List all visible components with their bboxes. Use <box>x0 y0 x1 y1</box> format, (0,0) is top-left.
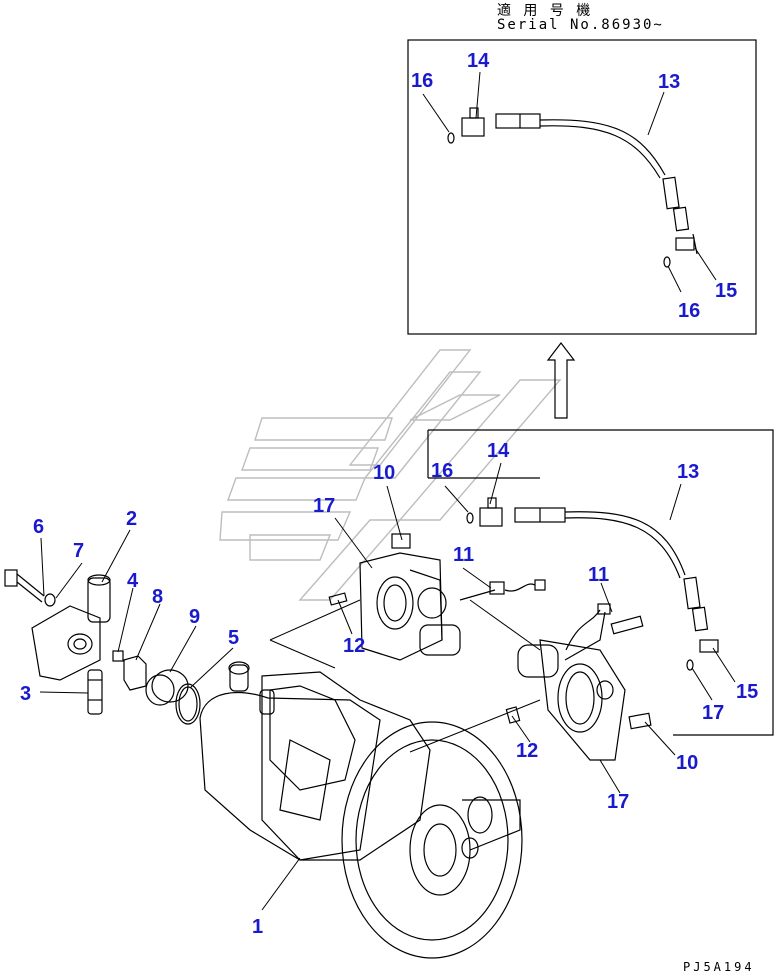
callout-15-lower: 15 <box>736 681 758 703</box>
callout-16-upper-left: 16 <box>411 70 433 92</box>
callout-11-left: 11 <box>453 544 474 566</box>
center-valve <box>328 533 546 661</box>
detail-box-upper <box>407 39 757 335</box>
callout-12-left: 12 <box>343 635 365 657</box>
drawing-code: PJ5A194 <box>683 960 755 974</box>
callout-13-upper: 13 <box>658 71 680 93</box>
watermark-logo <box>219 349 562 601</box>
callout-8: 8 <box>152 586 163 608</box>
callout-13-lower: 13 <box>677 461 699 483</box>
callout-2: 2 <box>126 508 137 530</box>
serial-number-label: Serial No.86930~ <box>497 17 664 33</box>
lower-box-parts <box>466 497 719 671</box>
callout-15-upper: 15 <box>715 280 737 302</box>
callout-5: 5 <box>228 627 239 649</box>
callout-16-lower-right: 17 <box>702 702 724 724</box>
callout-10-right: 10 <box>676 752 698 774</box>
callout-11-right: 11 <box>588 564 609 586</box>
right-valve <box>505 603 652 761</box>
left-parts <box>4 569 201 725</box>
callout-14-upper: 14 <box>467 50 490 72</box>
callout-1: 1 <box>252 916 263 938</box>
callout-10-left: 10 <box>373 462 395 484</box>
callout-17-left: 17 <box>313 495 335 517</box>
callout-7: 7 <box>73 540 84 562</box>
leader-lines <box>39 71 736 911</box>
callout-9: 9 <box>189 606 200 628</box>
detail-box-lower <box>428 429 774 736</box>
pump-flange <box>341 721 523 959</box>
callout-3: 3 <box>20 683 31 705</box>
reference-arrow <box>546 342 576 419</box>
callout-16-upper-right: 16 <box>678 300 700 322</box>
upper-box-parts <box>447 107 698 268</box>
callout-labels: 16 14 13 15 16 16 14 13 15 17 10 17 11 1… <box>20 50 758 938</box>
callout-17-right: 17 <box>607 791 629 813</box>
callout-14-lower: 14 <box>487 440 510 462</box>
callout-4: 4 <box>127 570 139 592</box>
applicable-model-label: 適 用 号 機 <box>497 3 593 19</box>
callout-6: 6 <box>33 516 44 538</box>
main-pump <box>199 661 523 959</box>
callout-12-right: 12 <box>516 740 538 762</box>
callout-16-lower-left: 16 <box>431 460 453 482</box>
